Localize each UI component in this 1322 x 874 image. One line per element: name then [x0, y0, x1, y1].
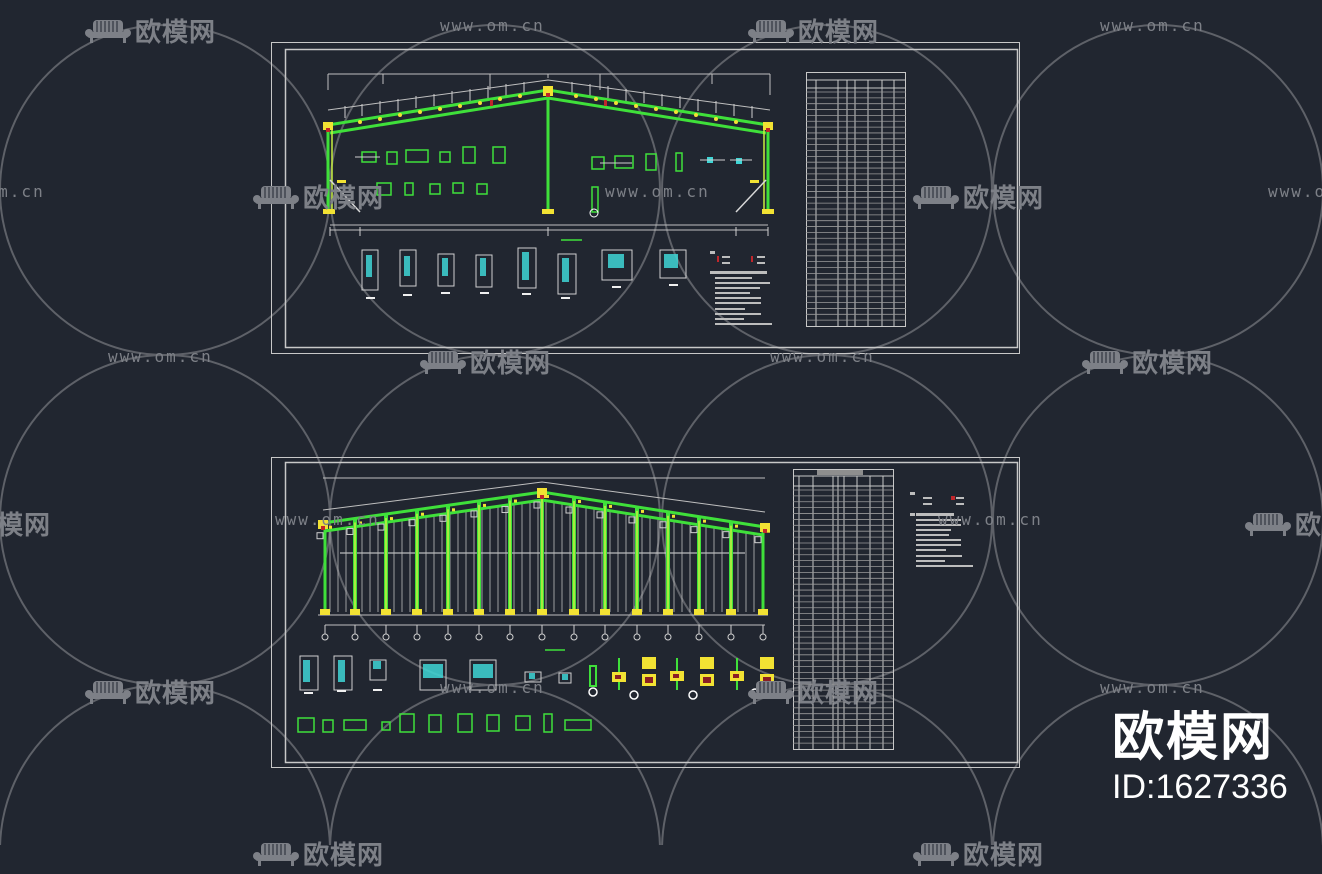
model-id-label: ID:1627336 [1112, 768, 1288, 806]
schedule-table-1 [806, 72, 906, 327]
brand-badge: 欧模网 ID:1627336 [1112, 708, 1288, 806]
schedule-table-2 [793, 469, 894, 750]
drawing-2-gable-elevation [271, 457, 1020, 768]
drawing-1-portal-frame [271, 42, 1020, 354]
brand-name: 欧模网 [1112, 708, 1275, 768]
